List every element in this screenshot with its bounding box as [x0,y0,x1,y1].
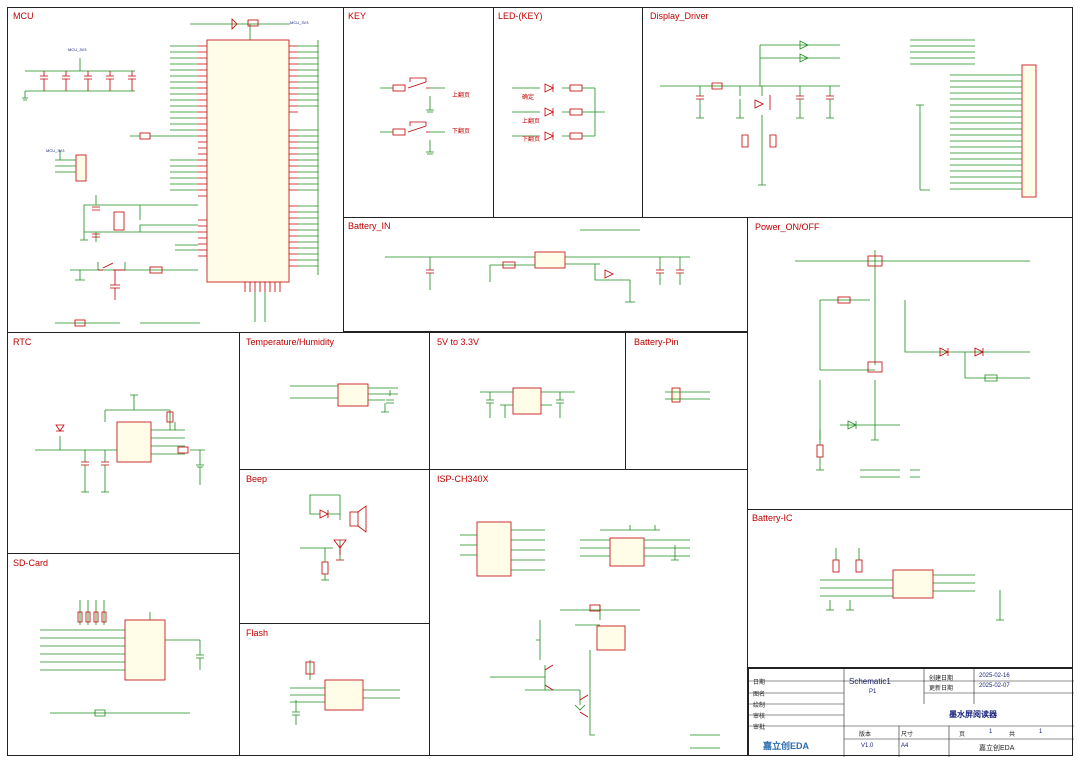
beep-graphics [300,494,367,581]
display-section-graphics [660,39,1037,198]
page-name: P1 [869,689,877,695]
rtc-chip [116,421,152,463]
sd-graphics [40,600,204,717]
section-title-5v-3v3: 5V to 3.3V [437,337,480,347]
epaper-connector [1021,64,1037,198]
title-block-grid [749,669,1074,757]
title-row-date-label: 日期 [753,680,766,686]
created-label: 创建日期 [929,676,954,682]
total-value: 1 [1039,729,1043,735]
led-down-label: 下翻页 [522,137,541,143]
section-title-key: KEY [348,11,367,21]
mcu-net-label-1: MCU_3V3 [68,47,87,52]
section-title-beep: Beep [246,474,268,484]
power-graphics [795,250,1030,478]
size-value: A4 [901,743,909,749]
title-block: 日期 图名 绘制 审核 审批 Schematic1 P1 创建日期 2025-0… [748,668,1074,757]
battery-ic-graphics [820,548,1004,621]
battery-in-graphics [385,229,690,303]
section-title-power-onoff: Power_ON/OFF [755,222,820,232]
led-confirm-label: 确定 [522,95,535,101]
brand-logo: 嘉立创EDA [763,741,810,751]
section-title-rtc: RTC [13,337,32,347]
section-title-display-driver: Display_Driver [650,11,709,21]
page-value: 1 [989,729,993,735]
title-row-check-label: 审核 [753,714,766,720]
key-up-label: 上翻页 [452,93,471,99]
title-row-draw-label: 绘制 [753,703,766,709]
mcu-chip [206,39,290,283]
mcu-net-label-3: MCU_3V3 [290,20,309,25]
section-title-battery-ic: Battery-IC [752,513,793,523]
section-title-mcu: MCU [13,11,34,21]
total-label: 共 [1009,732,1016,738]
key-section-graphics [380,77,445,155]
battery-pin-graphics [665,387,710,403]
title-row-approve-label: 审批 [753,725,766,731]
created-date: 2025-02-16 [979,673,1010,679]
section-title-battery-in: Battery_IN [348,221,391,231]
updated-label: 更新日期 [929,686,954,692]
brand-text: 嘉立创EDA [979,745,1015,752]
version-label: 版本 [859,732,872,738]
project-title: 墨水屏阅读器 [949,710,997,719]
section-title-temp-humidity: Temperature/Humidity [246,337,335,347]
flash-graphics [290,660,400,725]
ldo-graphics [480,387,575,418]
frame-battery-ic [747,509,1073,668]
mcu-net-label-2: MCU_3V3 [46,148,65,153]
schematic-name: Schematic1 [849,677,891,686]
isp-graphics [460,521,720,749]
section-title-sd-card: SD-Card [13,558,49,568]
frame-flash [239,623,430,756]
temp-graphics [290,383,398,413]
section-title-battery-pin: Battery-Pin [634,337,679,347]
size-label: 尺寸 [901,732,914,738]
key-down-label: 下翻页 [452,129,471,135]
rtc-graphics [35,394,205,493]
led-up-label: 上翻页 [522,119,541,125]
section-title-isp-ch340x: ISP-CH340X [437,474,489,484]
version-value: V1.0 [861,743,874,749]
page-label: 页 [959,732,966,738]
mcu-section-graphics [22,18,319,327]
section-title-led-key: LED-(KEY) [498,11,543,21]
updated-date: 2025-02-07 [979,683,1010,689]
section-title-flash: Flash [246,628,269,638]
title-row-name-label: 图名 [753,692,766,698]
led-section-graphics [512,83,605,141]
